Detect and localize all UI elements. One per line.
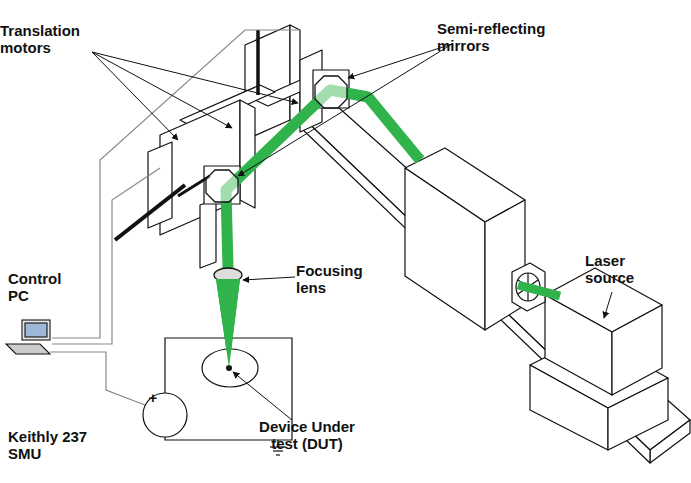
beam-box-side [485, 200, 525, 330]
mirror-mount [313, 70, 349, 108]
stage-back-plate-edge [290, 25, 300, 124]
leader-line [233, 372, 292, 420]
guide-rod [178, 176, 210, 196]
callout-label: Translation motors [0, 22, 110, 56]
control-wire [52, 168, 160, 344]
leader-line [92, 52, 298, 103]
leader-line [348, 44, 452, 78]
laser-side [612, 305, 662, 395]
semi-reflecting-mirror [315, 76, 347, 108]
node-label: Laser source [585, 252, 657, 286]
motor-block [148, 142, 172, 228]
pc-screen [25, 323, 47, 337]
leader-line [243, 277, 295, 280]
laser-source-box: Laser source [585, 252, 657, 286]
leader-line [604, 292, 612, 318]
ground-symbol [276, 454, 280, 455]
leader-line [92, 52, 178, 140]
laser-front [545, 295, 612, 395]
callout-label: Semi-reflecting mirrors [437, 20, 587, 54]
control-wire [52, 30, 300, 338]
laser-beam [518, 285, 560, 296]
beam-box-front [405, 168, 485, 330]
callout-label: Control PC [8, 270, 80, 304]
polarity-mark: + [146, 389, 160, 406]
lens-column [200, 199, 216, 268]
leader-line [92, 52, 232, 128]
callout-label: Focusing lens [296, 262, 386, 296]
callout-label: Device Under test (DUT) [248, 418, 366, 452]
leader-line [238, 44, 452, 176]
pc-keyboard [6, 344, 50, 354]
callout-label: Keithly 237 SMU [8, 428, 108, 462]
focused-beam [216, 279, 240, 368]
control-wire [50, 352, 145, 405]
stage-side-plate [240, 100, 255, 208]
pc-monitor [22, 320, 50, 340]
guide-rod [115, 185, 185, 240]
semi-reflecting-mirror [206, 170, 238, 202]
guide-rod [256, 30, 260, 95]
laser-beam [226, 90, 420, 268]
mirror-mount [204, 166, 240, 204]
